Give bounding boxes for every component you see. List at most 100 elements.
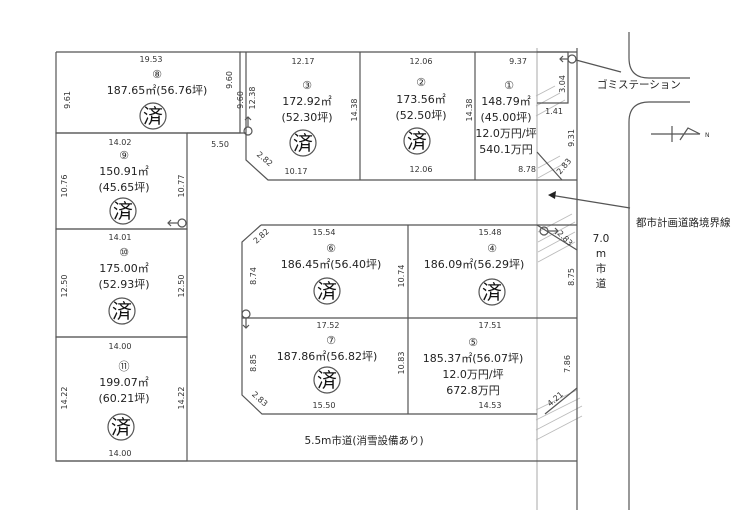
lot-2-dim-top: 12.06 [410,57,433,66]
sold-stamp-icon [313,277,341,305]
lot-6-area: 186.45㎡(56.40坪) [281,258,382,271]
east-road-label-3: 市 [596,262,607,275]
lot-4-area: 186.09㎡(56.29坪) [424,258,525,271]
lot-11[interactable]: 14.00 14.22 14.22 14.00 ⑪ 199.07㎡ (60.21… [60,342,186,458]
gomi-station-label: ゴミステーション [597,78,681,91]
lot-3-dim-top: 12.17 [292,57,315,66]
lot-9[interactable]: 14.02 10.76 10.77 5.50 ⑨ 150.91㎡ (45.65坪… [60,138,229,225]
lot-9-area: 150.91㎡ [99,165,149,178]
lot-5[interactable]: 17.51 7.86 14.53 4.21 ⑤ 185.37㎡(56.07坪) … [423,321,572,410]
lot-9-dim-top: 14.02 [109,138,132,147]
sold-stamp-icon [313,366,341,394]
drain-outlet-icons [167,54,577,329]
lot-9-number: ⑨ [119,149,129,162]
lot-8-area: 187.65㎡(56.76坪) [107,84,208,97]
lot-9-dim-right: 10.77 [177,175,186,198]
lot-4-number: ④ [487,242,497,255]
lot-8-dim-top: 19.53 [140,55,163,64]
lot-3-number: ③ [302,79,312,92]
sold-stamp-icon [139,102,167,130]
lot-9-dim-left: 10.76 [60,175,69,198]
lot-5-area: 185.37㎡(56.07坪) [423,352,524,365]
lot-7-dim-left: 8.85 [249,354,258,372]
lot-11-dim-right: 14.22 [177,387,186,410]
lot-5-price-per-tsubo: 12.0万円/坪 [442,368,503,381]
lot-6[interactable]: 15.54 8.74 10.74 2.82 ⑥ 186.45㎡(56.40坪) … [249,227,406,305]
lot-10-area: 175.00㎡ [99,262,149,275]
lot-6-dim-left: 8.74 [249,267,258,285]
lot-8-number: ⑧ [152,68,162,81]
lot-6-dim-corner: 2.82 [252,227,271,246]
lot-6-sold-mark: 済 [317,279,337,303]
lot-3-area: 172.92㎡ [282,95,332,108]
sold-stamp-icon [403,127,431,155]
south-road-label: 5.5m市道(消雪設備あり) [304,434,423,447]
lot-2-dim-right: 14.38 [465,99,474,122]
lot-7-dim-top: 17.52 [317,321,340,330]
lot-11-area: 199.07㎡ [99,376,149,389]
lot-4-sold-mark: 済 [482,280,502,304]
boundary-leader-line [549,194,631,209]
lot-2[interactable]: 12.06 14.38 12.06 ② 173.56㎡ (52.50坪) 済 [395,57,474,174]
lot-6-dim-top: 15.54 [313,228,336,237]
lot-2-dim-bottom: 12.06 [410,165,433,174]
lot-1[interactable]: 9.37 3.04 1.41 9.31 8.78 2.83 ① 148.79㎡ … [475,57,576,176]
lot-8-sold-mark: 済 [143,104,163,128]
lot-1-dim-notch: 1.41 [545,107,563,116]
north-label: N [705,132,710,139]
lot-8[interactable]: 19.53 9.61 9.60 ⑧ 187.65㎡(56.76坪) 済 [63,55,234,130]
lot-2-sold-mark: 済 [407,129,427,153]
lot-5-dim-bottom: 14.53 [479,401,502,410]
lot-5-price: 672.8万円 [446,384,500,397]
road-curb-ne [628,32,690,79]
lot-6-dim-right: 10.74 [397,265,406,288]
city-plan-boundary-label: 都市計画道路境界線 [636,216,731,229]
lot-7-dim-bottom: 15.50 [313,401,336,410]
lot-11-dim-top: 14.00 [109,342,132,351]
lot-1-area: 148.79㎡ [481,95,531,108]
lot-2-tsubo: (52.50坪) [395,109,446,122]
lot-10-number: ⑩ [119,246,129,259]
lot-3-dim-corner: 2.82 [255,150,274,168]
lot-3-dim-right: 14.38 [350,99,359,122]
lot-7-number: ⑦ [326,334,336,347]
lot-3-tsubo: (52.30坪) [281,111,332,124]
sold-stamp-icon [108,297,136,325]
lot-7[interactable]: 17.52 8.85 10.83 15.50 2.83 ⑦ 187.86㎡(56… [249,321,406,410]
lot-3[interactable]: 12.17 12.38 14.38 10.17 2.82 9.60 ③ 172.… [236,57,359,176]
sold-stamp-icon [478,278,506,306]
lot-4-dim-top: 15.48 [479,228,502,237]
lot-1-price: 540.1万円 [479,143,533,156]
lot-10[interactable]: 14.01 12.50 12.50 ⑩ 175.00㎡ (52.93坪) 済 [60,233,186,325]
lot-9-dim-gap: 5.50 [211,140,229,149]
lot-3-dim-bottom: 10.17 [285,167,308,176]
lot-10-tsubo: (52.93坪) [98,278,149,291]
lot-7-sold-mark: 済 [317,368,337,392]
lot-7-area: 187.86㎡(56.82坪) [277,350,378,363]
lot-9-sold-mark: 済 [113,199,133,223]
lot-9-tsubo: (45.65坪) [98,181,149,194]
lot-2-number: ② [416,76,426,89]
road-curb-se [628,101,690,330]
lot-10-sold-mark: 済 [112,299,132,323]
lot-5-dim-right: 7.86 [563,355,572,373]
boundary-arrow-icon [548,191,556,199]
lot-11-dim-left: 14.22 [60,387,69,410]
lot-4[interactable]: 15.48 8.75 2.83 ④ 186.09㎡(56.29坪) 済 [424,228,576,306]
lot-11-number: ⑪ [119,360,130,373]
lot-6-number: ⑥ [326,242,336,255]
lot-3-dim-left-outer: 9.60 [236,91,245,109]
lot-1-number: ① [504,79,514,92]
lot-11-tsubo: (60.21坪) [98,392,149,405]
east-road-label-2: m [596,248,606,260]
lot-1-tsubo: (45.00坪) [480,111,531,124]
gomi-leader-line [575,59,622,73]
lot-10-dim-left: 12.50 [60,275,69,298]
lot-1-price-per-tsubo: 12.0万円/坪 [475,127,536,140]
lot-5-dim-top: 17.51 [479,321,502,330]
east-road-label-1: 7.0 [593,233,610,245]
lot-8-dim-left: 9.61 [63,91,72,109]
lot-4-dim-right: 8.75 [567,268,576,286]
lot-1-dim-top: 9.37 [509,57,527,66]
